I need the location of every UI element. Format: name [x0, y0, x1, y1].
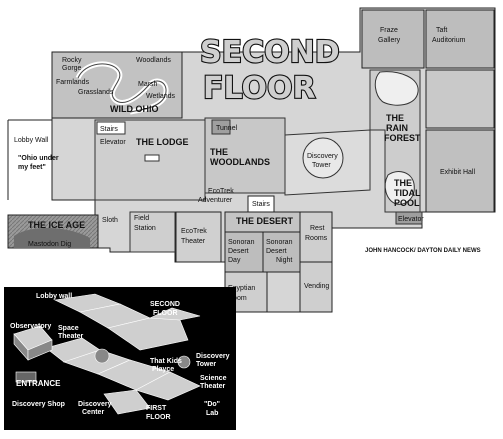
label-woodlands-small: Woodlands	[136, 57, 171, 64]
label-elevator-left: Elevator	[100, 139, 126, 146]
vending-box	[299, 261, 333, 313]
label-tunnel: Tunnel	[216, 125, 238, 132]
inset-do-1: "Do"	[204, 401, 220, 408]
credit-line: JOHN HANCOCK/ DAYTON DAILY NEWS	[365, 248, 481, 254]
inset-space-2: Theater	[58, 333, 84, 340]
inset-first-1: FIRST	[146, 405, 167, 412]
exhibit-hall	[425, 129, 495, 213]
label-field-2: Station	[134, 225, 156, 232]
label-marsh: Marsh	[138, 81, 158, 88]
label-grasslands: Grasslands	[78, 89, 114, 96]
tunnel-box	[211, 119, 231, 135]
label-tidal-1: THE	[394, 178, 412, 188]
sonoran-day-box	[224, 231, 264, 273]
label-tidal-2: TIDAL	[394, 188, 421, 198]
inset-discovery-shop: Discovery Shop	[12, 401, 65, 408]
tidal-pool-shape	[384, 171, 415, 205]
label-sonoran-night-2: Desert	[266, 248, 287, 255]
inset-science-2: Theater	[200, 383, 226, 390]
map-title-line1: SECOND	[200, 35, 340, 70]
label-rain-1: THE	[386, 113, 404, 123]
label-elevator-right: Elevator	[398, 216, 424, 223]
ecotrek-theater-box	[175, 211, 222, 263]
inset-thatkids-2: Playce	[152, 366, 174, 373]
label-sonoran-day-2: Desert	[228, 248, 249, 255]
label-wild-ohio: WILD OHIO	[110, 104, 159, 114]
desert-stairs	[247, 195, 275, 213]
label-rest-1: Rest	[310, 225, 324, 232]
label-ohio-quote-2: my feet"	[18, 164, 46, 171]
label-lobby-wall: Lobby Wall	[14, 137, 49, 144]
floor-plan	[7, 7, 496, 313]
rain-forest-shape	[374, 71, 419, 106]
label-mastodon: Mastodon Dig	[28, 241, 71, 248]
inset-dtower-2: Tower	[196, 361, 216, 368]
label-rain-2: RAIN	[386, 123, 408, 133]
label-ecotrek-adv-1: EcoTrek	[208, 188, 234, 195]
label-wetlands: Wetlands	[146, 93, 176, 100]
inset-second-1: SECOND	[150, 301, 180, 308]
label-the-ice-age: THE ICE AGE	[28, 220, 85, 230]
taft-auditorium	[425, 9, 495, 69]
label-rain-3: FOREST	[384, 133, 421, 143]
field-station-box	[129, 211, 176, 253]
inset-dtower-1: Discovery	[196, 353, 230, 360]
inset-observatory: Observatory	[10, 323, 51, 330]
label-discovery-tower-1: Discovery	[307, 153, 338, 160]
label-taft-2: Auditorium	[432, 37, 466, 44]
label-discovery-tower-2: Tower	[312, 162, 331, 169]
elevator-right-box	[395, 211, 423, 225]
label-ecotrek-adv-2: Adventurer	[198, 197, 233, 204]
sonoran-night-box	[262, 231, 301, 273]
label-sonoran-day-3: Day	[228, 257, 241, 264]
discovery-tower-shape	[302, 137, 344, 179]
mastodon-dig	[14, 227, 90, 248]
label-the-lodge: THE LODGE	[136, 137, 189, 147]
label-the-desert: THE DESERT	[236, 216, 294, 226]
label-the-woodlands-2: WOODLANDS	[210, 157, 270, 167]
label-sloth: Sloth	[102, 217, 118, 224]
label-taft-1: Taft	[436, 27, 447, 34]
lodge-stairs	[96, 121, 126, 135]
label-gorge: Gorge	[62, 65, 82, 72]
label-exhibit-hall: Exhibit Hall	[440, 169, 475, 176]
label-fraze-1: Fraze	[380, 27, 398, 34]
label-egyptian-1: Egyptian	[228, 285, 255, 292]
label-sonoran-night-3: Night	[276, 257, 292, 264]
label-ecotrek-theater-2: Theater	[181, 238, 206, 245]
label-sonoran-day-1: Sonoran	[228, 239, 255, 246]
label-egyptian-2: Room	[228, 295, 247, 302]
inset-lobby-wall: Lobby wall	[36, 293, 72, 300]
label-rocky: Rocky	[62, 57, 82, 64]
label-farmlands: Farmlands	[56, 79, 90, 86]
label-field-1: Field	[134, 215, 149, 222]
label-vending: Vending	[304, 283, 329, 290]
inset-entrance: ENTRANCE	[16, 379, 61, 388]
inset-science-1: Science	[200, 375, 227, 382]
label-tidal-3: POOL	[394, 198, 420, 208]
label-stairs-mid: Stairs	[252, 201, 270, 208]
inset-second-2: FLOOR	[153, 310, 178, 317]
label-fraze-2: Gallery	[378, 37, 401, 44]
label-sonoran-night-1: Sonoran	[266, 239, 293, 246]
inset-do-2: Lab	[206, 410, 218, 417]
label-rest-2: Rooms	[305, 235, 328, 242]
inset-first-2: FLOOR	[146, 414, 171, 421]
inset-dcenter-1: Discovery	[78, 401, 112, 408]
label-stairs-top: Stairs	[100, 126, 118, 133]
rain-forest-top	[425, 69, 495, 129]
map-title-line2: FLOOR	[203, 71, 316, 106]
inset-space-1: Space	[58, 325, 79, 332]
label-the-woodlands-1: THE	[210, 147, 228, 157]
inset-dcenter-2: Center	[82, 409, 104, 416]
label-ohio-quote-1: "Ohio under	[18, 155, 59, 162]
lodge-table	[144, 154, 160, 162]
label-ecotrek-theater-1: EcoTrek	[181, 228, 207, 235]
overview-inset: Lobby wall SECOND FLOOR Observatory Spac…	[4, 287, 236, 430]
fraze-gallery	[361, 9, 425, 69]
inset-thatkids-1: That Kids	[150, 358, 182, 365]
